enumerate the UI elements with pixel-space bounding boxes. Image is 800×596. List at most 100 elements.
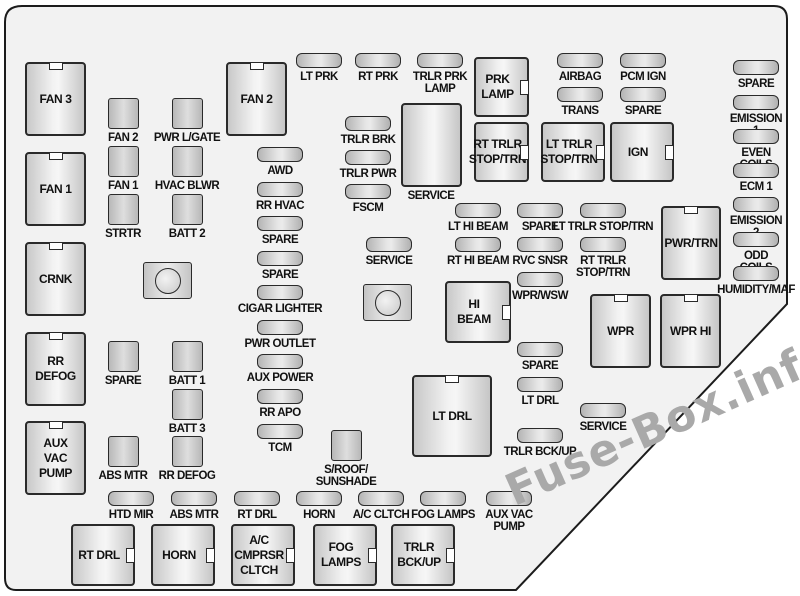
relay-tab-notch — [48, 63, 63, 70]
mini-fuse-rt-hi-beam[interactable] — [455, 237, 501, 252]
fuse-label: SPARE — [737, 78, 775, 90]
relay-lt-drl-relay[interactable]: LT DRL — [412, 375, 492, 457]
mini-fuse-service-mid[interactable] — [366, 237, 412, 252]
relay-fan2-relay[interactable]: FAN 2 — [226, 62, 287, 136]
fuse-label: RT PRK — [358, 71, 398, 83]
mini-fuse-horn-fuse[interactable] — [296, 491, 342, 506]
relay-tab-notch — [684, 207, 698, 214]
mini-fuse-htd-mir[interactable] — [108, 491, 154, 506]
relay-tab-notch — [48, 243, 63, 250]
relay-label: IGN — [627, 144, 649, 159]
mini-fuse-rt-prk[interactable] — [355, 53, 401, 68]
relay-label: WPR HI — [670, 323, 711, 338]
relay-ac-cmprsr-cltch[interactable]: A/C CMPRSR CLTCH — [231, 524, 295, 586]
mini-fuse-rvc-snsr[interactable] — [517, 237, 563, 252]
mini-fuse-rr-apo[interactable] — [257, 389, 303, 404]
mini-fuse-spare-r1[interactable] — [733, 60, 779, 75]
square-fuse-batt3[interactable] — [172, 389, 203, 420]
mini-fuse-spare-pcm[interactable] — [620, 87, 666, 102]
mini-fuse-emission1[interactable] — [733, 95, 779, 110]
relay-ign[interactable]: IGN — [610, 122, 674, 182]
square-fuse-spare-sq[interactable] — [108, 341, 139, 372]
relay-fan3[interactable]: FAN 3 — [25, 62, 86, 136]
relay-rt-drl-relay[interactable]: RT DRL — [71, 524, 135, 586]
mini-fuse-humidity-maf[interactable] — [733, 266, 779, 281]
mini-fuse-ecm1[interactable] — [733, 163, 779, 178]
square-fuse-batt1[interactable] — [172, 341, 203, 372]
mini-fuse-odd-coils[interactable] — [733, 232, 779, 247]
mini-fuse-wpr-wsw[interactable] — [517, 272, 563, 287]
relay-rt-trlr-stop-trn[interactable]: RT TRLR STOP/TRN — [469, 122, 529, 182]
relay-label: FAN 2 — [240, 91, 273, 106]
fuse-label: PWR OUTLET — [244, 338, 316, 350]
fuse-label: ECM 1 — [739, 181, 773, 193]
mini-fuse-trlr-prk-lamp[interactable] — [417, 53, 463, 68]
service-large-label: SERVICE — [407, 190, 455, 202]
fuse-label: WPR/WSW — [512, 290, 568, 302]
mini-fuse-even-coils[interactable] — [733, 129, 779, 144]
mini-fuse-service-right[interactable] — [580, 403, 626, 418]
fuse-label: A/C CLTCH — [352, 509, 410, 521]
mini-fuse-emission2[interactable] — [733, 197, 779, 212]
mini-fuse-spare-drl[interactable] — [517, 342, 563, 357]
relay-wpr[interactable]: WPR — [590, 294, 651, 368]
mini-fuse-cigar-lighter[interactable] — [257, 285, 303, 300]
mini-fuse-trlr-brk[interactable] — [345, 116, 391, 131]
relay-rr-defog[interactable]: RR DEFOG — [25, 332, 86, 406]
mini-fuse-trlr-bck-up-fuse[interactable] — [517, 428, 563, 443]
relay-trlr-bck-up-relay[interactable]: TRLR BCK/UP — [391, 524, 455, 586]
square-fuse-rr-defog-sq[interactable] — [172, 436, 203, 467]
socket-round-socket-left[interactable] — [143, 262, 192, 299]
square-fuse-sroof-sunshade[interactable] — [331, 430, 362, 461]
mini-fuse-lt-hi-beam[interactable] — [455, 203, 501, 218]
mini-fuse-pcm-ign[interactable] — [620, 53, 666, 68]
square-fuse-abs-mtr-sq[interactable] — [108, 436, 139, 467]
mini-fuse-awd[interactable] — [257, 147, 303, 162]
square-fuse-fan2-fuse[interactable] — [108, 98, 139, 129]
mini-fuse-spare-c1[interactable] — [257, 216, 303, 231]
mini-fuse-spare-hb[interactable] — [517, 203, 563, 218]
fuse-label: HUMIDITY/MAF — [717, 284, 795, 296]
fuse-label: FAN 1 — [107, 180, 139, 192]
relay-prk-lamp[interactable]: PRK LAMP — [474, 57, 529, 117]
relay-aux-vac-pump[interactable]: AUX VAC PUMP — [25, 421, 86, 495]
square-fuse-batt2[interactable] — [172, 194, 203, 225]
relay-fan1[interactable]: FAN 1 — [25, 152, 86, 226]
relay-crnk[interactable]: CRNK — [25, 242, 86, 316]
mini-fuse-pwr-outlet[interactable] — [257, 320, 303, 335]
square-fuse-pwr-lgate[interactable] — [172, 98, 203, 129]
fuse-label: TRLR PWR — [339, 168, 397, 180]
fuse-label: FOG LAMPS — [411, 509, 475, 521]
mini-fuse-tcm[interactable] — [257, 424, 303, 439]
relay-service-large[interactable] — [401, 103, 462, 187]
relay-tab-notch — [520, 80, 528, 95]
mini-fuse-abs-mtr-mini[interactable] — [171, 491, 217, 506]
mini-fuse-rt-drl-fuse[interactable] — [234, 491, 280, 506]
square-fuse-hvac-blwr[interactable] — [172, 146, 203, 177]
relay-label: FOG LAMPS — [320, 540, 361, 569]
mini-fuse-trlr-pwr[interactable] — [345, 150, 391, 165]
relay-pwr-trn[interactable]: PWR/TRN — [661, 206, 721, 280]
relay-hi-beam[interactable]: HI BEAM — [445, 281, 511, 343]
mini-fuse-fscm[interactable] — [345, 184, 391, 199]
mini-fuse-aux-vac-pump-fuse[interactable] — [486, 491, 532, 506]
relay-tab-notch — [48, 422, 63, 429]
relay-wpr-hi[interactable]: WPR HI — [660, 294, 721, 368]
square-fuse-fan1-fuse[interactable] — [108, 146, 139, 177]
mini-fuse-lt-drl-fuse[interactable] — [517, 377, 563, 392]
mini-fuse-airbag[interactable] — [557, 53, 603, 68]
mini-fuse-spare-c2[interactable] — [257, 251, 303, 266]
square-fuse-strtr[interactable] — [108, 194, 139, 225]
relay-fog-lamps-relay[interactable]: FOG LAMPS — [313, 524, 377, 586]
relay-lt-trlr-stop-trn[interactable]: LT TRLR STOP/TRN — [540, 122, 605, 182]
mini-fuse-aux-power[interactable] — [257, 354, 303, 369]
mini-fuse-fog-lamps-fuse[interactable] — [420, 491, 466, 506]
mini-fuse-ac-cltch[interactable] — [358, 491, 404, 506]
mini-fuse-lt-trlr-stop-trn-fuse[interactable] — [580, 203, 626, 218]
socket-round-socket-mid[interactable] — [363, 284, 412, 321]
relay-horn-relay[interactable]: HORN — [151, 524, 215, 586]
mini-fuse-rt-trlr-stop-trn-fuse[interactable] — [580, 237, 626, 252]
mini-fuse-lt-prk[interactable] — [296, 53, 342, 68]
mini-fuse-trans[interactable] — [557, 87, 603, 102]
mini-fuse-rr-hvac[interactable] — [257, 182, 303, 197]
